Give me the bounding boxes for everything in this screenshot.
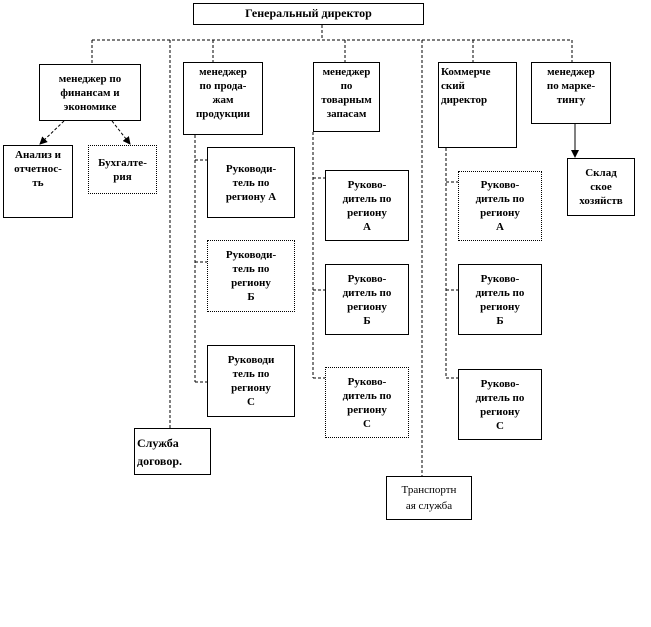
commercial-region-c-box: Руково- дитель по региону С (458, 369, 542, 440)
analysis-reporting-box: Анализ и отчетнос- ть (3, 145, 73, 218)
analysis-reporting-label: Анализ и отчетнос- ть (14, 149, 62, 189)
manager-sales-label: менеджер по прода- жам продукции (195, 66, 251, 120)
sales-region-c-box: Руководи тель по региону С (207, 345, 295, 417)
commercial-region-b-label: Руково- дитель по региону Б (475, 272, 525, 327)
inventory-region-b-box: Руково- дитель по региону Б (325, 264, 409, 335)
ceo-box: Генеральный директор (193, 3, 424, 25)
manager-inventory-label: менеджер по товарным запасам (321, 66, 372, 120)
contract-service-box: Служба договор. (134, 428, 211, 475)
inventory-region-a-box: Руково- дитель по региону А (325, 170, 409, 241)
manager-finance-label: менеджер по финансам и экономике (58, 72, 122, 113)
sales-region-a-box: Руководи- тель по региону А (207, 147, 295, 218)
inventory-region-c-label: Руково- дитель по региону С (342, 375, 392, 430)
commercial-director-label: Коммерче ский директор (441, 66, 491, 106)
commercial-region-a-label: Руково- дитель по региону А (475, 179, 525, 233)
contract-service-label: Служба договор. (137, 435, 182, 468)
accounting-label: Бухгалте- рия (98, 156, 147, 183)
inventory-region-a-label: Руково- дитель по региону А (342, 178, 392, 233)
inventory-region-b-label: Руково- дитель по региону Б (342, 272, 392, 327)
warehouse-box: Склад ское хозяйств (567, 158, 635, 216)
sales-region-c-label: Руководи тель по региону С (227, 354, 275, 408)
commercial-director-box: Коммерче ский директор (438, 62, 517, 148)
inventory-region-c-box: Руково- дитель по региону С (325, 367, 409, 438)
manager-marketing-box: менеджер по марке- тингу (531, 62, 611, 124)
transport-service-box: Транспортн ая служба (386, 476, 472, 520)
manager-sales-box: менеджер по прода- жам продукции (183, 62, 263, 135)
commercial-region-c-label: Руково- дитель по региону С (475, 377, 525, 432)
commercial-region-b-box: Руково- дитель по региону Б (458, 264, 542, 335)
accounting-box: Бухгалте- рия (88, 145, 157, 194)
transport-service-label: Транспортн ая служба (401, 484, 457, 512)
sales-region-a-label: Руководи- тель по региону А (225, 162, 277, 203)
manager-finance-box: менеджер по финансам и экономике (39, 64, 141, 121)
manager-inventory-box: менеджер по товарным запасам (313, 62, 380, 132)
commercial-region-a-box: Руково- дитель по региону А (458, 171, 542, 241)
sales-region-b-box: Руководи- тель по региону Б (207, 240, 295, 312)
ceo-label: Генеральный директор (245, 6, 372, 20)
manager-marketing-label: менеджер по марке- тингу (546, 66, 596, 106)
sales-region-b-label: Руководи- тель по региону Б (225, 249, 277, 303)
warehouse-label: Склад ское хозяйств (579, 167, 623, 207)
